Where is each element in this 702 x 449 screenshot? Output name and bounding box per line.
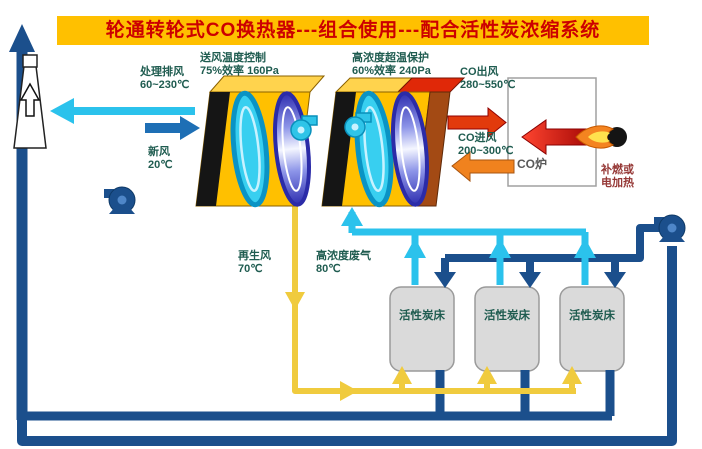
heat-exchanger-1 [195,75,326,208]
rotary-wheel-cyan-1 [230,90,270,208]
fresh-air-arrow [145,116,200,140]
label-co-in-line-2: 200~300℃ [458,145,514,157]
label-fresh-air: 新风 20℃ [148,146,173,172]
label-regen-air: 再生风 70℃ [238,250,271,276]
label-overtemp-line-1: 高浓度超温保护 [352,52,429,64]
rotary-wheel-blue-2 [391,91,429,207]
label-fresh-line-2: 20℃ [148,159,173,171]
label-exhaust-line-1: 处理排风 [140,66,184,78]
carbon-bed-2 [474,286,540,372]
label-fresh-line-1: 新风 [148,146,170,158]
co-out-arrow [447,106,507,139]
label-regen-line-2: 70℃ [238,263,263,275]
label-regen-line-1: 再生风 [238,250,271,262]
co-furnace [507,77,627,187]
supply-fan-icon [104,186,136,214]
label-overtemp-line-2: 60%效率 240Pa [352,65,431,77]
label-co-in: CO进风 200~300℃ [458,132,513,158]
label-exhaust-line-2: 60~230℃ [140,79,190,91]
concentrate-duct-arrowheads [50,98,596,258]
label-waste-line-1: 高浓度废气 [316,250,371,262]
label-supply-control: 送风温度控制 75%效率 160Pa [200,52,279,78]
fan-volute-icon-2 [344,112,372,138]
label-aux-heat: 补燃或 电加热 [601,164,634,190]
main-exhaust-arrowheads [9,24,626,288]
exhaust-fan-icon [654,214,686,242]
label-carbon-bed-3: 活性炭床 [569,310,615,322]
flame-inner [588,131,610,143]
chimney-up-arrow-icon [19,82,41,117]
label-co-out: CO出风 280~550℃ [460,66,515,92]
label-co-in-line-1: CO进风 [458,132,497,144]
fan-volute-icon-1 [290,115,318,141]
label-aux-line-1: 补燃或 [601,164,634,176]
label-co-out-line-2: 280~550℃ [460,79,516,91]
chimney [13,54,47,149]
label-co-furnace: CO炉 [517,157,548,171]
carbon-bed-1 [389,286,455,372]
label-supply-line-2: 75%效率 160Pa [200,65,279,77]
label-waste-gas: 高浓度废气 80℃ [316,250,371,276]
label-waste-line-2: 80℃ [316,263,341,275]
page-title: 轮通转轮式CO换热器---组合使用---配合活性炭浓缩系统 [57,16,649,45]
label-supply-line-1: 送风温度控制 [200,52,266,64]
label-aux-line-2: 电加热 [601,177,634,189]
burner-icon [607,127,627,147]
label-exhaust-air: 处理排风 60~230℃ [140,66,189,92]
co-in-arrow [451,150,515,183]
concentrate-duct [68,107,589,285]
label-carbon-bed-2: 活性炭床 [484,310,530,322]
label-carbon-bed-1: 活性炭床 [399,310,445,322]
label-co-out-line-1: CO出风 [460,66,499,78]
regen-duct-arrowheads [285,292,582,401]
heat-exchanger-2 [321,77,466,208]
label-overtemp-protect: 高浓度超温保护 60%效率 240Pa [352,52,431,78]
carbon-bed-3 [559,286,625,372]
